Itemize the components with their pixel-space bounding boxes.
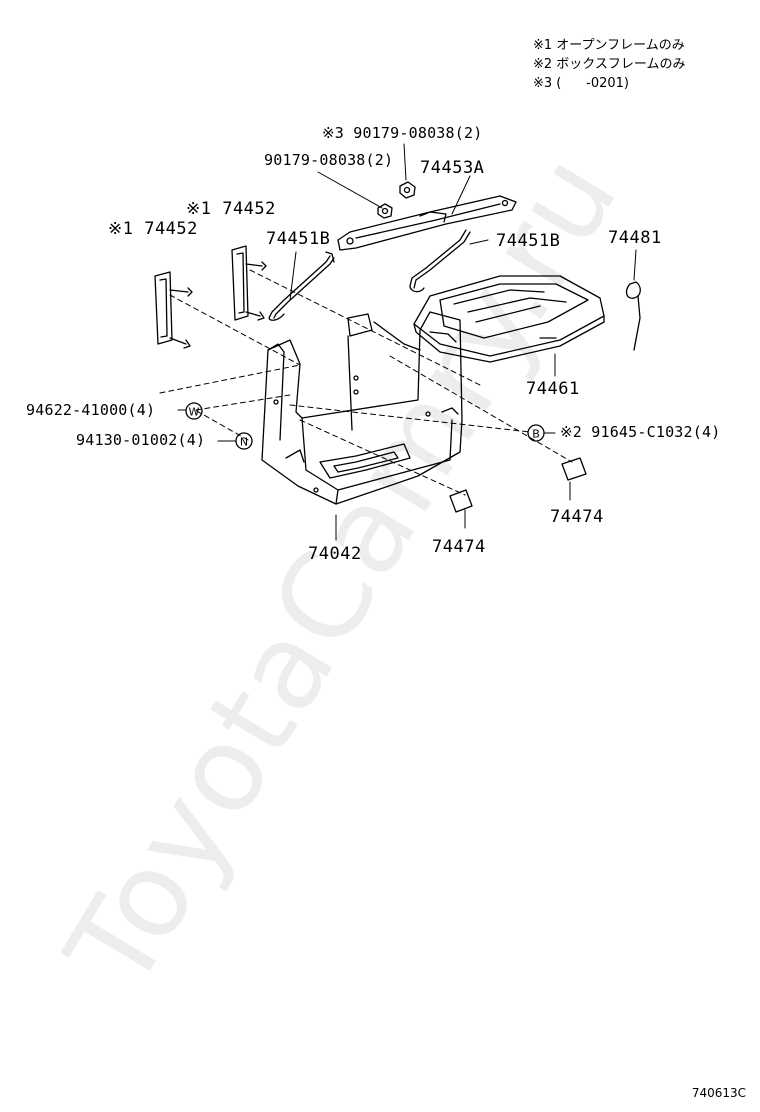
label-bolt-right: ※2 91645-C1032(4) <box>560 423 721 441</box>
battery-tray <box>261 311 463 505</box>
clip <box>625 281 641 351</box>
clamp-bar <box>337 195 517 251</box>
label-clip: 74481 <box>608 228 662 248</box>
assembly-dashes <box>159 269 573 496</box>
washer-symbol-letter: W <box>189 406 200 419</box>
washer-symbol: W <box>185 402 203 420</box>
rod-right <box>409 229 471 293</box>
label-bolt-top-noted: ※3 90179-08038(2) <box>322 124 483 142</box>
label-rod-left: 74451B <box>266 229 331 249</box>
label-tray: 74042 <box>308 544 362 564</box>
label-bracket-right-noted: ※1 74452 <box>186 199 276 219</box>
rod-left <box>268 251 335 321</box>
note-3: ※3 ( -0201) <box>533 76 630 91</box>
note-2: ※2 ボックスフレームのみ <box>533 57 686 72</box>
bolt-symbol-letter: B <box>532 428 540 441</box>
label-clamp-a: 74453A <box>420 158 485 178</box>
label-nut: 94130-01002(4) <box>76 431 206 449</box>
leader-lines <box>177 143 637 541</box>
nut-top <box>399 181 416 199</box>
pad-center <box>449 489 473 513</box>
label-battery-cover: 74461 <box>526 379 580 399</box>
notes-legend: ※1 オープンフレームのみ ※2 ボックスフレームのみ ※3 ( -0201) <box>533 36 686 93</box>
nut-left <box>377 203 393 219</box>
label-pad-center: 74474 <box>432 537 486 557</box>
note-1: ※1 オープンフレームのみ <box>533 38 685 53</box>
label-bolt-top: 90179-08038(2) <box>264 151 394 169</box>
label-bracket-left-noted: ※1 74452 <box>108 219 198 239</box>
bolt-symbol: B <box>527 424 545 442</box>
label-pad-right: 74474 <box>550 507 604 527</box>
bracket-left <box>154 271 193 349</box>
diagram-code: 740613C <box>691 1086 746 1100</box>
battery-cover <box>413 275 605 363</box>
label-washer: 94622-41000(4) <box>26 401 156 419</box>
pad-right <box>561 457 587 481</box>
bracket-right <box>231 245 267 321</box>
label-rod-right: 74451B <box>496 231 561 251</box>
nut-symbol: N <box>235 432 253 450</box>
nut-symbol-letter: N <box>240 436 248 449</box>
